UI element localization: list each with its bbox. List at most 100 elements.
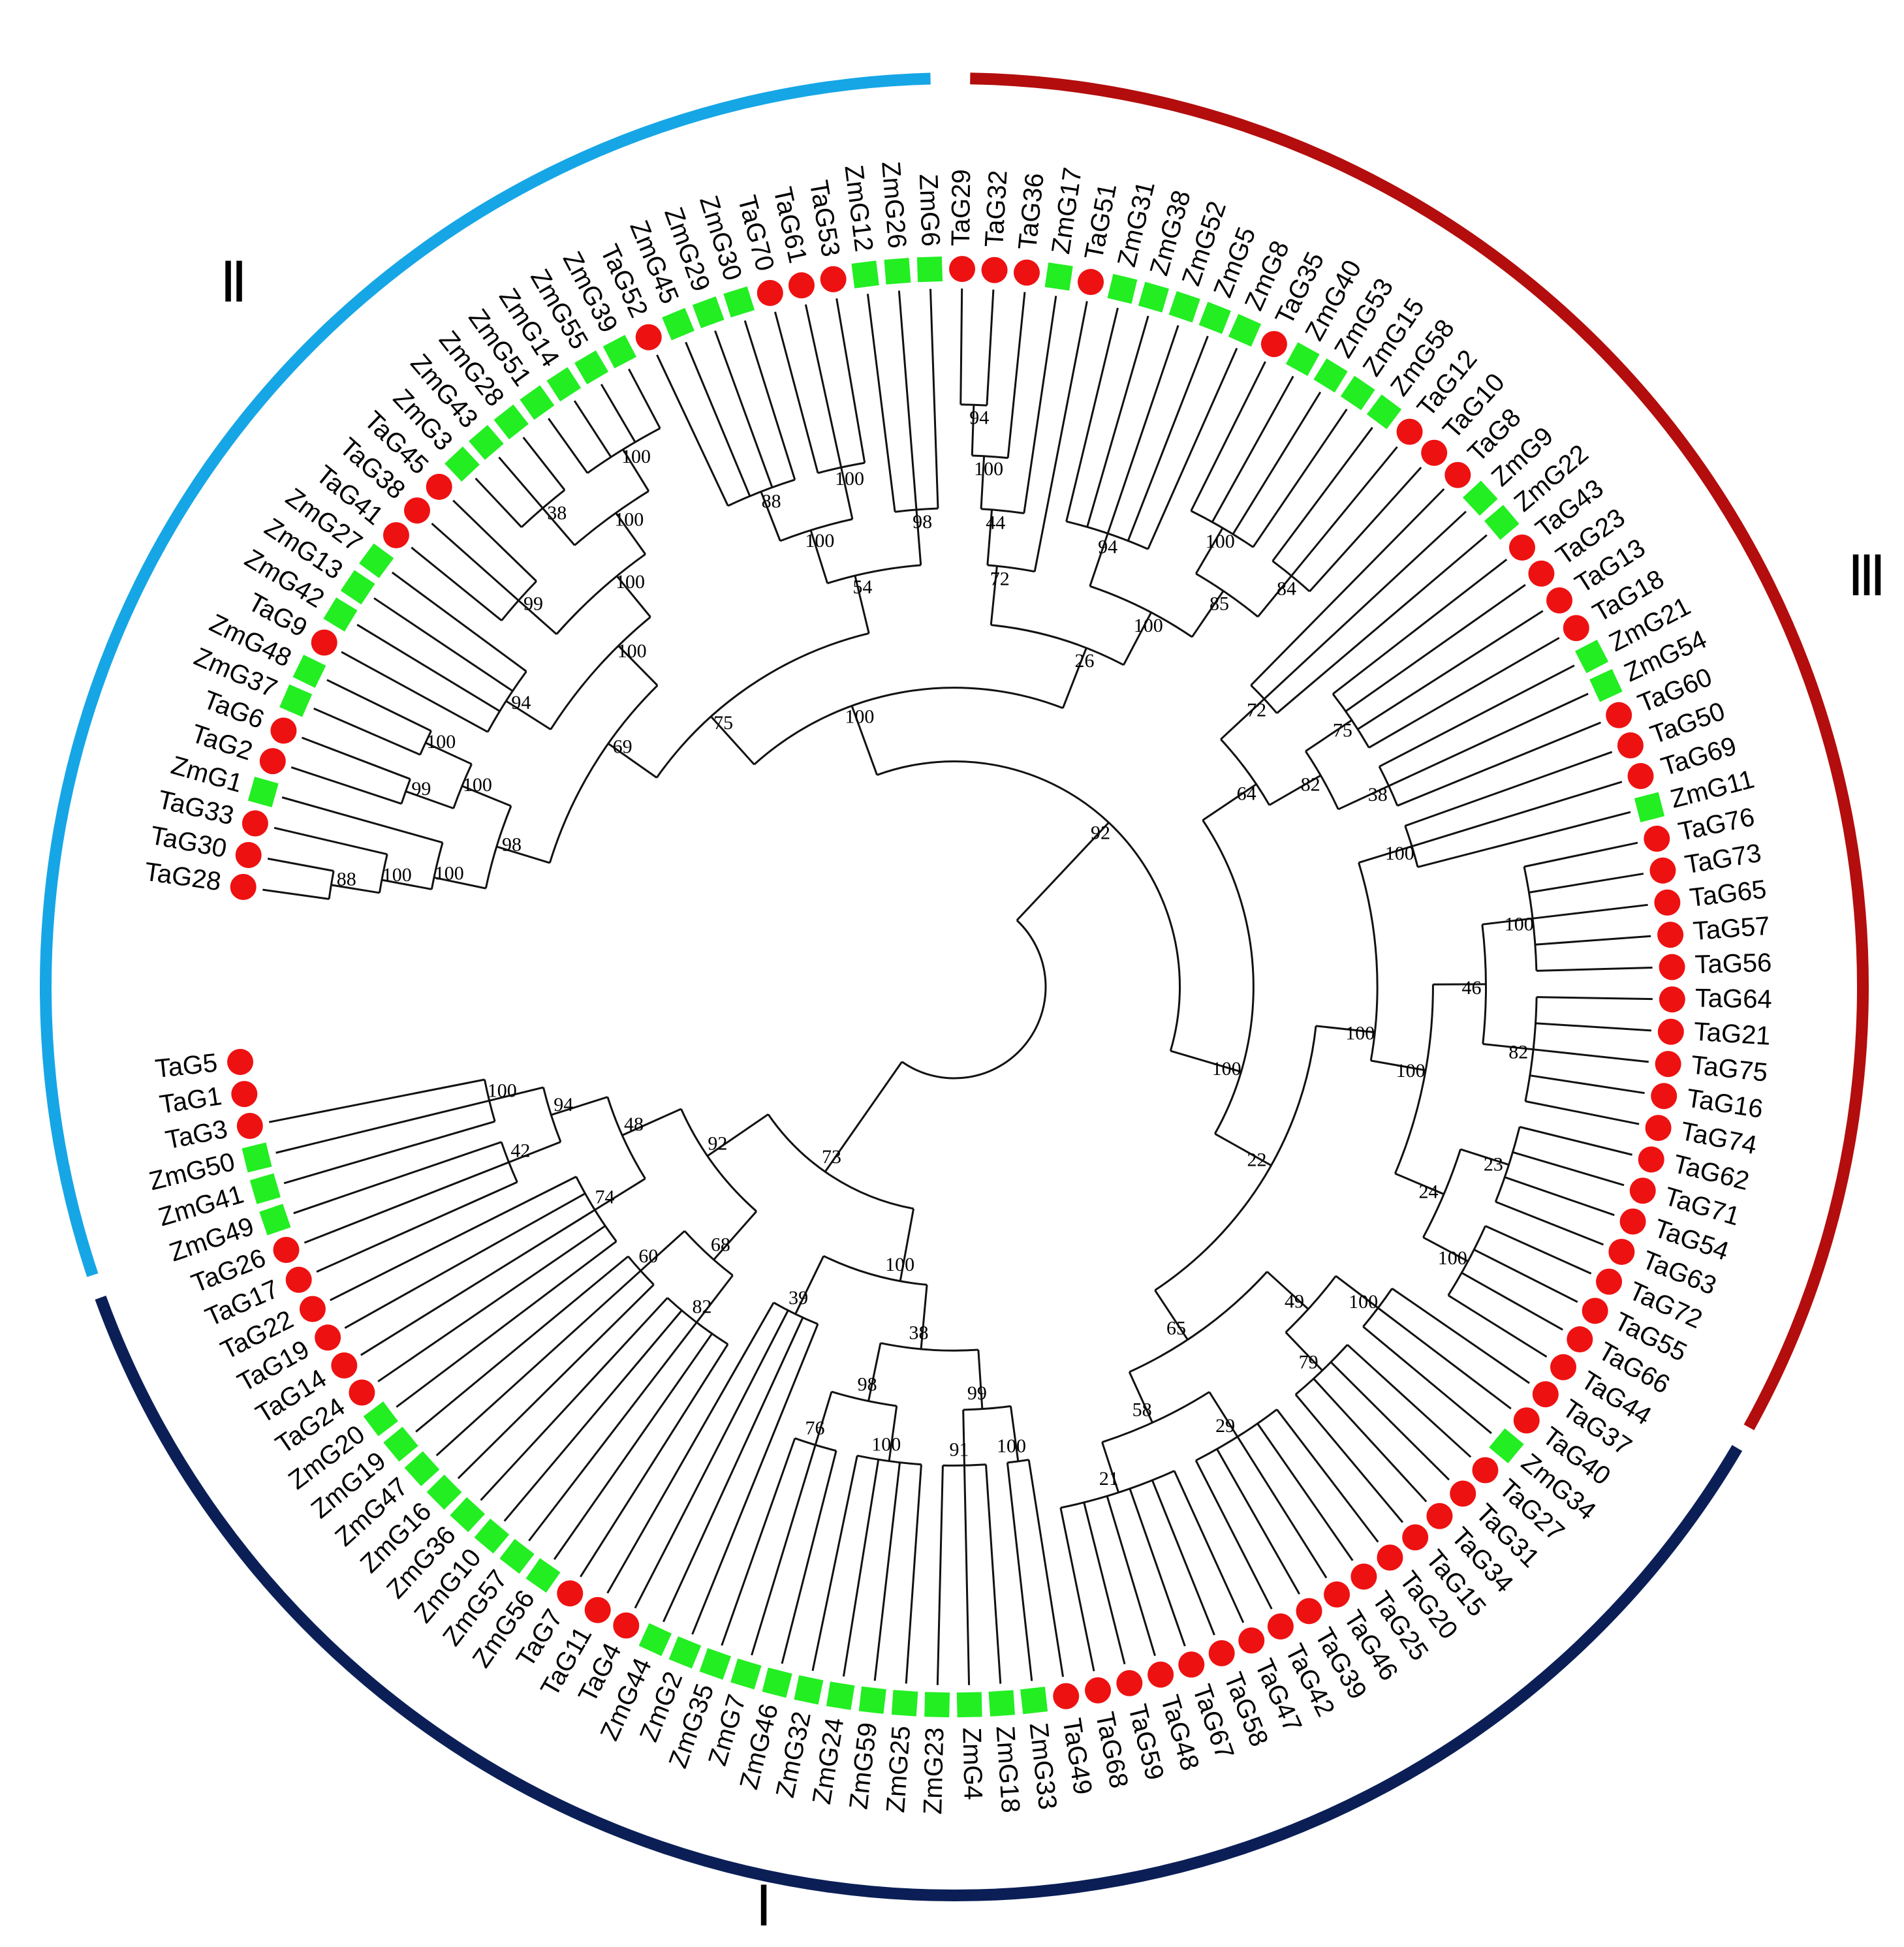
- bootstrap-value: 75: [1333, 720, 1352, 741]
- zm-square-marker: [1463, 480, 1498, 516]
- ta-circle-marker: [613, 1612, 640, 1639]
- bootstrap-value: 100: [1505, 914, 1534, 935]
- ta-circle-marker: [426, 473, 452, 500]
- bootstrap-value: 44: [986, 512, 1005, 533]
- ta-circle-marker: [1208, 1640, 1235, 1666]
- ta-circle-marker: [1426, 1503, 1453, 1529]
- ta-circle-marker: [1450, 1480, 1476, 1507]
- bootstrap-value: 26: [1075, 650, 1095, 672]
- bootstrap-value: 76: [805, 1417, 824, 1439]
- zm-square-marker: [924, 1692, 950, 1718]
- clade-arc-I: [95, 1296, 1743, 1901]
- zm-square-marker: [956, 1692, 982, 1718]
- bootstrap-value: 100: [835, 468, 864, 490]
- ta-circle-marker: [1596, 1268, 1623, 1295]
- bootstrap-value: 100: [845, 706, 874, 727]
- bootstrap-value: 94: [969, 407, 989, 428]
- ta-circle-marker: [1657, 922, 1684, 948]
- leaf-label: ZmG6: [914, 174, 945, 247]
- bootstrap-value: 100: [382, 864, 412, 886]
- bootstrap-value: 38: [1368, 784, 1388, 805]
- bootstrap-value: 82: [1508, 1041, 1528, 1063]
- ta-circle-marker: [259, 748, 286, 775]
- ta-circle-marker: [1377, 1544, 1403, 1571]
- bootstrap-value: 100: [616, 571, 645, 593]
- ta-circle-marker: [1421, 439, 1448, 466]
- zm-square-marker: [916, 257, 943, 283]
- zm-square-marker: [1340, 375, 1375, 411]
- ta-circle-marker: [404, 497, 431, 524]
- zm-square-marker: [602, 335, 637, 369]
- zm-square-marker: [469, 425, 504, 460]
- bootstrap-value: 79: [1299, 1351, 1319, 1373]
- ta-circle-marker: [1508, 534, 1535, 561]
- ta-circle-marker: [1546, 587, 1573, 614]
- bootstrap-value: 72: [990, 569, 1010, 590]
- bootstrap-value: 99: [523, 593, 543, 615]
- bootstrap-value: 49: [1285, 1290, 1304, 1312]
- bootstrap-value: 100: [1134, 615, 1163, 636]
- bootstrap-value: 91: [950, 1439, 969, 1460]
- zm-square-marker: [363, 1401, 398, 1437]
- zm-square-marker: [826, 1681, 855, 1710]
- zm-square-marker: [445, 446, 480, 482]
- zm-square-marker: [1138, 281, 1169, 313]
- clade-arc-II: [40, 72, 931, 1277]
- ta-circle-marker: [1013, 259, 1040, 286]
- zm-square-marker: [692, 296, 725, 328]
- zm-square-marker: [988, 1690, 1015, 1717]
- bootstrap-value: 94: [511, 692, 531, 713]
- ta-circle-marker: [1655, 1051, 1681, 1078]
- leaf-label: TaG56: [1694, 948, 1772, 979]
- bootstrap-value: 65: [1166, 1318, 1186, 1339]
- bootstrap-value: 100: [488, 1080, 517, 1102]
- ta-circle-marker: [1238, 1627, 1265, 1654]
- bootstrap-value: 88: [337, 869, 356, 890]
- bootstrap-value: 100: [621, 446, 651, 467]
- bootstrap-value: 92: [708, 1133, 727, 1155]
- bootstrap-value: 100: [805, 530, 834, 552]
- ta-circle-marker: [270, 717, 297, 744]
- bootstrap-value: 100: [974, 458, 1003, 480]
- leaf-label: TaG57: [1692, 912, 1771, 946]
- bootstrap-value: 100: [871, 1434, 901, 1456]
- zm-square-marker: [1107, 273, 1138, 304]
- clade-label-I: Ⅰ: [755, 1875, 772, 1938]
- bootstrap-value: 22: [1247, 1149, 1267, 1171]
- ta-circle-marker: [1444, 461, 1471, 488]
- ta-circle-marker: [299, 1296, 326, 1322]
- leaf-label: ZmG33: [1024, 1721, 1063, 1811]
- leaf-markers: [227, 256, 1685, 1718]
- ta-circle-marker: [1528, 560, 1555, 587]
- bootstrap-value: 82: [692, 1296, 711, 1317]
- bootstrap-value: 74: [595, 1186, 615, 1207]
- bootstrap-value: 85: [1210, 593, 1229, 615]
- bootstrap-value: 100: [1349, 1291, 1378, 1313]
- ta-circle-marker: [1267, 1613, 1294, 1640]
- ta-circle-marker: [1608, 1238, 1635, 1265]
- ta-circle-marker: [315, 1324, 341, 1351]
- zm-square-marker: [1489, 1428, 1524, 1463]
- ta-circle-marker: [1563, 615, 1589, 642]
- zm-square-marker: [359, 543, 394, 578]
- leaf-label: ZmG59: [844, 1721, 882, 1811]
- bootstrap-value: 60: [638, 1245, 658, 1267]
- ta-circle-marker: [1350, 1563, 1377, 1590]
- zm-square-marker: [574, 350, 609, 384]
- ta-circle-marker: [1644, 825, 1670, 852]
- zm-square-marker: [1228, 313, 1262, 347]
- bootstrap-value: 48: [624, 1114, 644, 1135]
- bootstrap-value: 92: [1091, 822, 1110, 844]
- bootstrap-value: 38: [909, 1322, 928, 1343]
- leaf-label: ZmG23: [918, 1727, 949, 1815]
- bootstrap-value: 99: [967, 1382, 987, 1404]
- ta-circle-marker: [635, 324, 662, 350]
- bootstrap-value: 75: [713, 712, 733, 734]
- ta-circle-marker: [981, 257, 1008, 283]
- ta-circle-marker: [1657, 1018, 1684, 1045]
- bootstrap-value: 88: [762, 491, 781, 512]
- ta-circle-marker: [1638, 1146, 1664, 1173]
- zm-square-marker: [249, 1173, 281, 1204]
- ta-circle-marker: [1513, 1407, 1540, 1434]
